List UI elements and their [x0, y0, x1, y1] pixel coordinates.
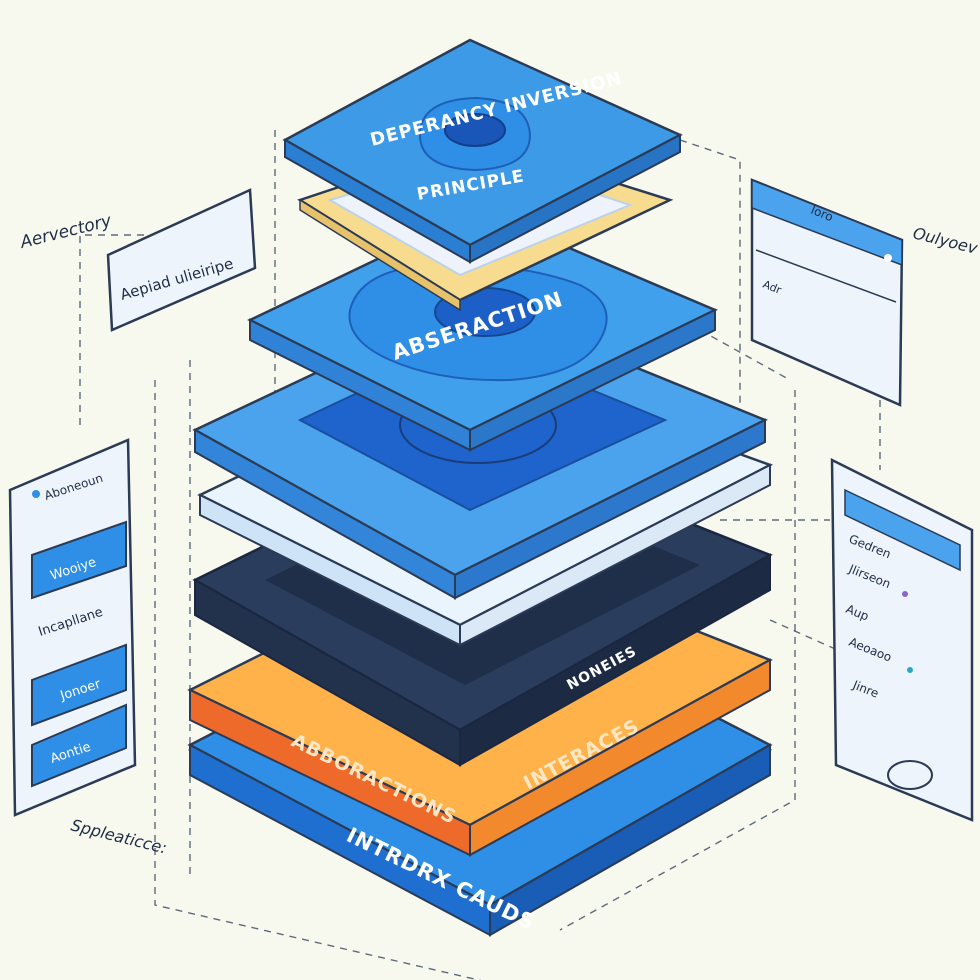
side-label-bottom-left: Sppleaticce: [69, 815, 169, 857]
right-panel: Gedren Jlirseon Aup Aeoaoo Jinre [830, 457, 974, 822]
top-right-panel: loro Adr [750, 178, 904, 407]
left-panel: Aboneoun Wooiye Incapllane Jonoer Aontie [8, 438, 137, 817]
side-label-top-right: Oulyoev [911, 223, 980, 257]
left-panel-item-1-button[interactable] [31, 520, 127, 600]
top-layer: DEPERANCY INVERSION PRINCIPLE [282, 38, 683, 264]
left-panel-item-3-button[interactable] [31, 643, 127, 727]
side-label-top-left: Aervectory [17, 211, 114, 253]
left-panel-item-4-button[interactable] [31, 703, 127, 788]
abstraction-layer: ABSERACTION [247, 208, 719, 452]
callout-box: Aepiad ulieiripe [106, 188, 257, 332]
